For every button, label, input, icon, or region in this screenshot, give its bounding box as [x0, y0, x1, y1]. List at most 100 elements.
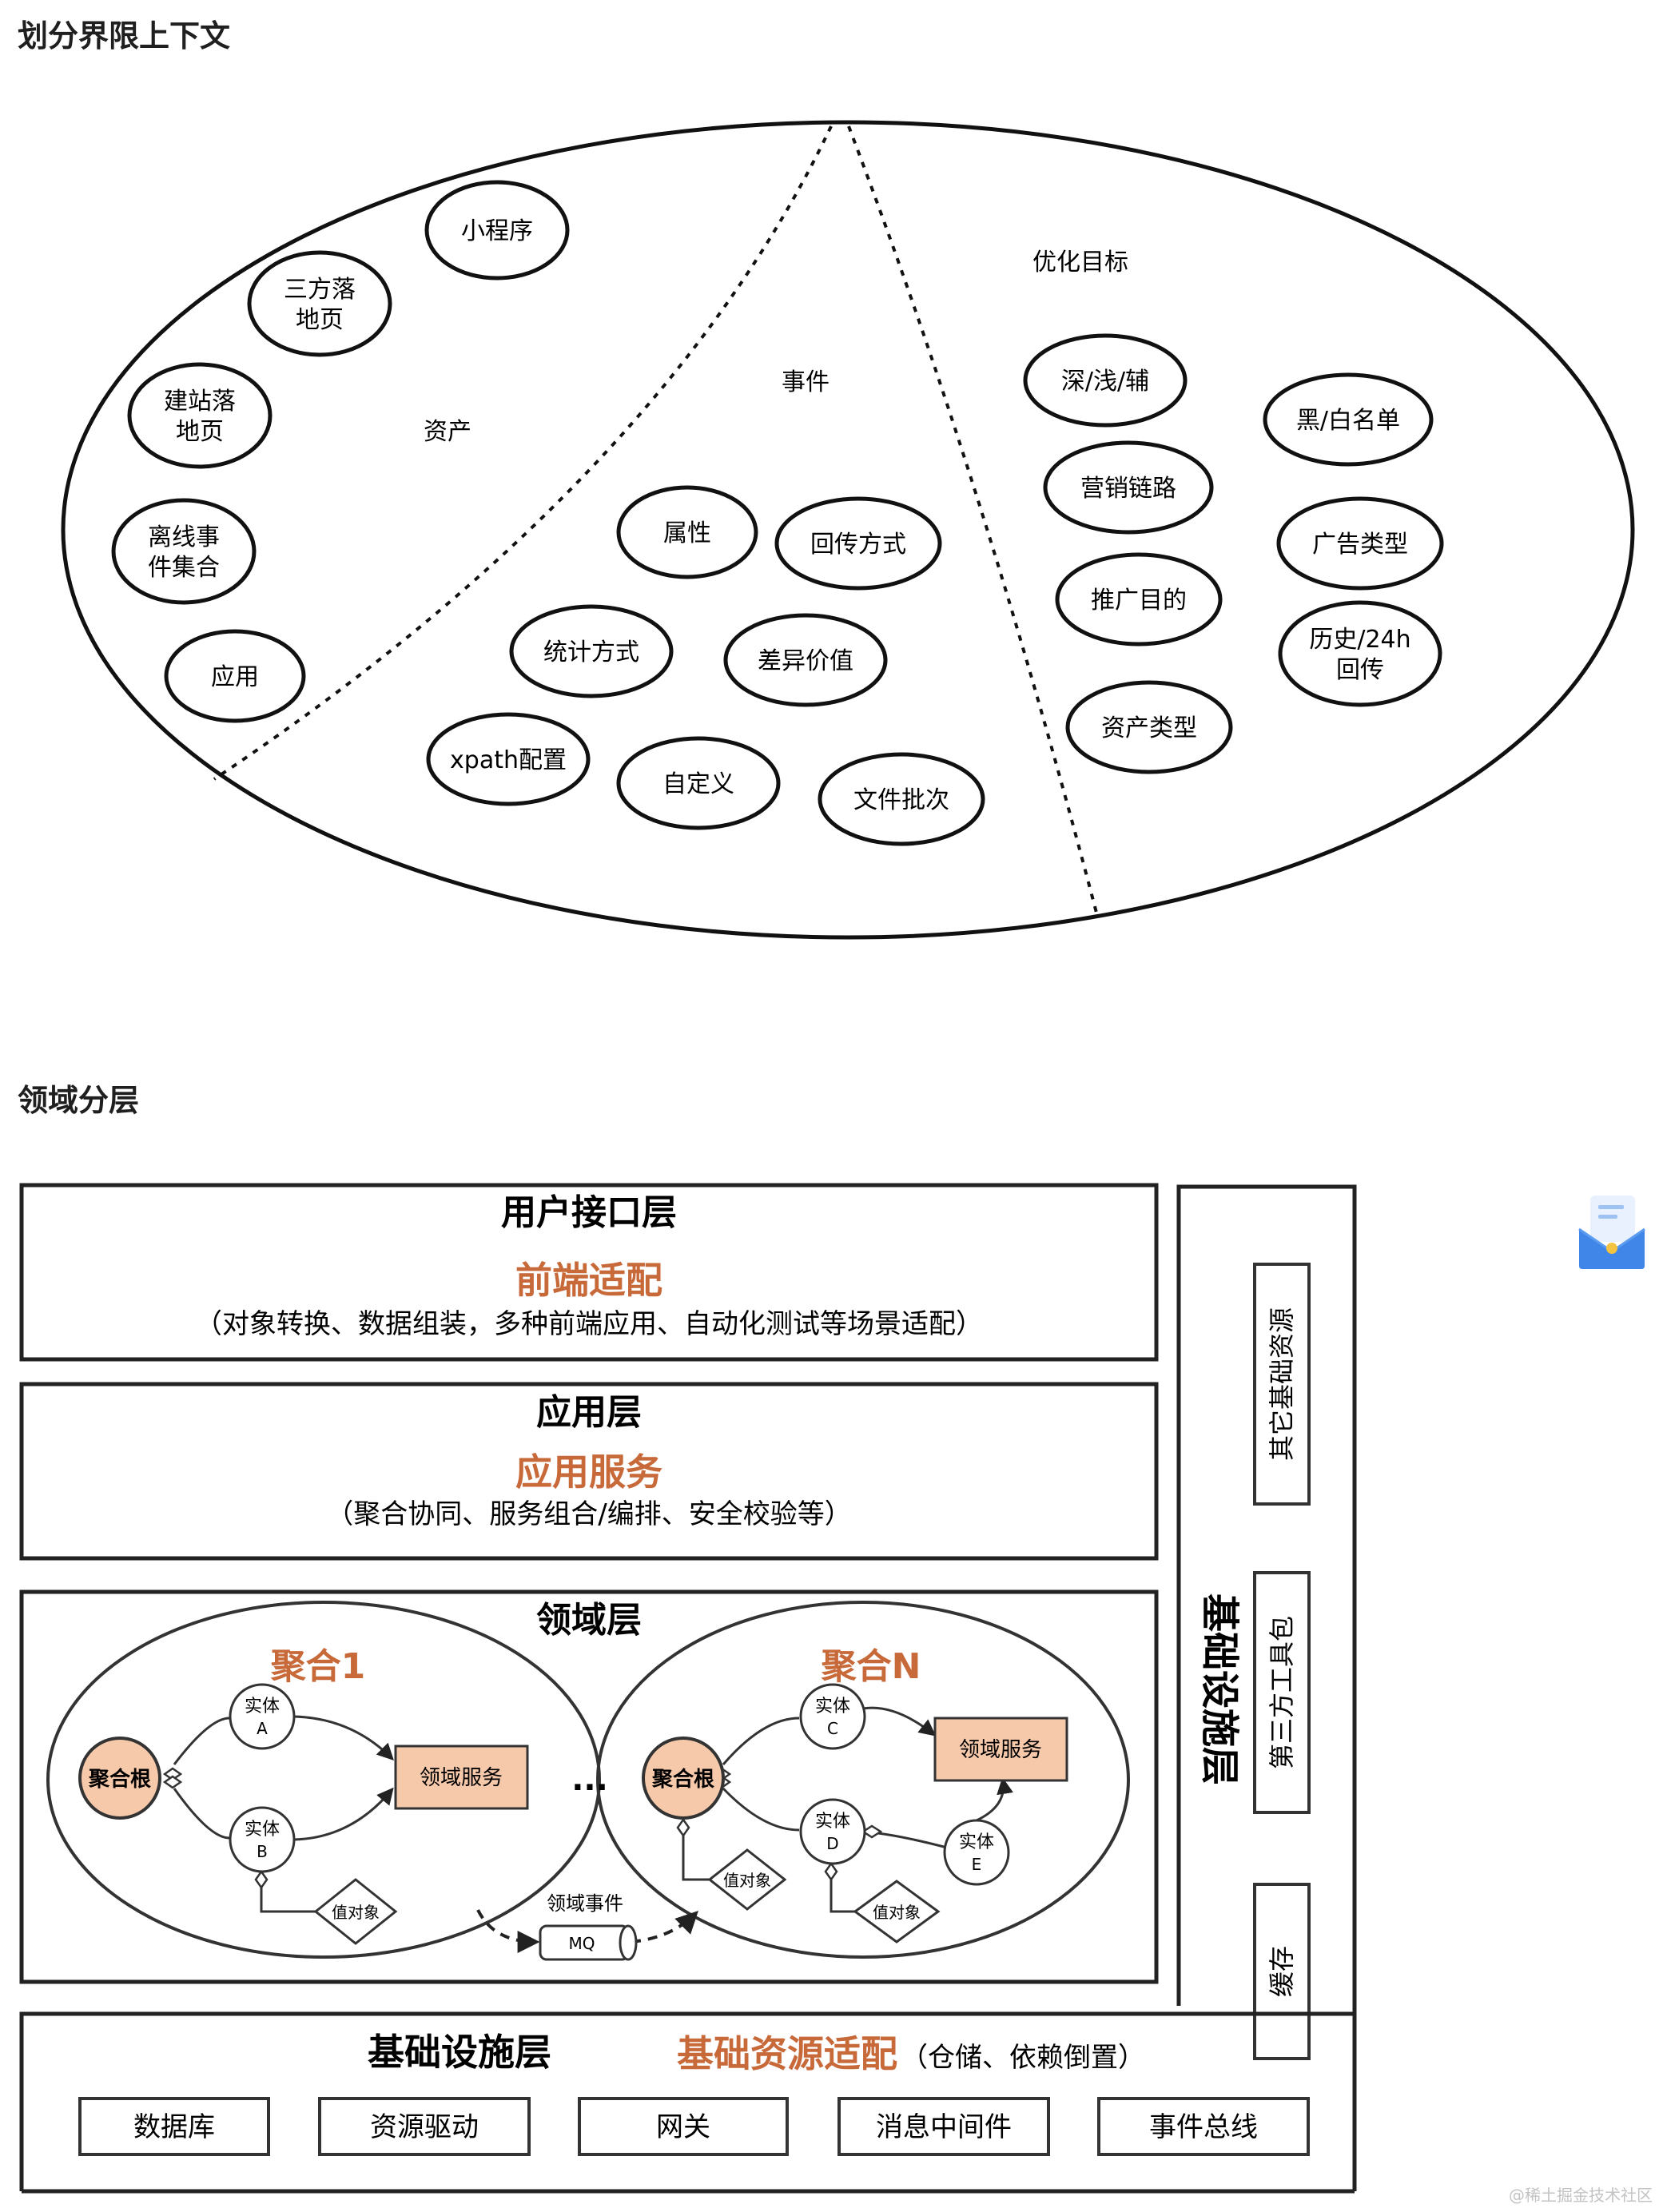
optimization-item-1: 深/浅/辅: [1023, 333, 1188, 428]
app-layer-title: 应用层: [536, 1392, 642, 1433]
app-layer-subtitle: 应用服务: [515, 1450, 662, 1494]
event-item-2: 回传方式: [774, 496, 942, 591]
event-item-5: xpath配置: [426, 712, 591, 806]
aggregate-n-entity-c: 实体 C: [799, 1683, 866, 1750]
svg-text:消息中间件: 消息中间件: [876, 2111, 1012, 2143]
aggregate-n-entity-e: 实体 E: [943, 1819, 1010, 1886]
svg-text:数据库: 数据库: [133, 2111, 215, 2143]
svg-text:缓存: 缓存: [1267, 1946, 1297, 1997]
asset-item-5-label: 应用: [211, 663, 259, 691]
svg-text:其它基础资源: 其它基础资源: [1267, 1307, 1297, 1461]
ui-layer-subtitle: 前端适配: [515, 1259, 662, 1302]
domain-section-title: 领域分层: [18, 1083, 140, 1118]
asset-item-2-label: 三方落: [284, 276, 356, 304]
side-item-other-resources: 其它基础资源: [1253, 1263, 1311, 1506]
infra-item-event-bus: 事件总线: [1097, 2097, 1310, 2156]
domain-event: 领域事件 MQ: [476, 1892, 698, 1961]
svg-text:实体: 实体: [815, 1697, 850, 1717]
asset-item-1: 小程序: [424, 180, 570, 280]
arrow-entity-c-service: [862, 1706, 937, 1737]
aggregate-1-entity-a: 实体 A: [229, 1683, 296, 1750]
svg-text:第三方工具包: 第三方工具包: [1267, 1616, 1297, 1769]
aggregate-n-value-object-2: 值对象: [853, 1880, 941, 1943]
event-item-3: 统计方式: [509, 604, 674, 698]
asset-item-3-label: 地页: [176, 418, 224, 446]
svg-text:实体: 实体: [245, 1697, 280, 1717]
event-item-1: 属性: [616, 485, 758, 579]
event-optimization-boundary: [847, 125, 1098, 913]
infra-layer-subtitle: 基础资源适配: [677, 2032, 897, 2075]
aggregate-ellipsis: ...: [571, 1761, 608, 1798]
svg-text:实体: 实体: [815, 1812, 850, 1832]
link-root-entity-b: [173, 1788, 230, 1840]
svg-text:D: D: [826, 1834, 838, 1853]
arrow-entity-b-service: [293, 1787, 394, 1841]
svg-text:实体: 实体: [959, 1832, 994, 1852]
aggregate-n-value-object-1: 值对象: [707, 1848, 787, 1911]
mail-icon: [1578, 1196, 1645, 1269]
aggregate-1-domain-service: 领域服务: [394, 1745, 529, 1810]
bounded-context-diagram: 资产 事件 优化目标 小程序三方落地页建站落地页离线事件集合应用 属性回传方式统…: [61, 120, 1635, 940]
asset-item-4-label: 离线事: [148, 523, 220, 551]
side-item-cache: 缓存: [1253, 1883, 1311, 2060]
ui-layer-title: 用户接口层: [501, 1192, 677, 1233]
app-layer-desc: （聚合协同、服务组合/编排、安全校验等）: [326, 1498, 851, 1530]
event-item-5-label: xpath配置: [450, 746, 567, 774]
infra-layer: 基础设施层 基础资源适配 （仓储、依赖倒置） 数据库 资源驱动 网关 消息中间件…: [19, 2011, 1355, 2194]
mq-label: MQ: [569, 1934, 595, 1953]
event-item-1-label: 属性: [663, 519, 711, 547]
aggregate-n: 聚合N 聚合根 实体 C 实体: [596, 1601, 1130, 1959]
asset-item-5: 应用: [164, 629, 306, 723]
aggregate-n-root: 聚合根: [642, 1737, 725, 1820]
event-item-4-label: 差异价值: [758, 647, 853, 675]
domain-layer-title: 领域层: [536, 1600, 642, 1641]
asset-item-3-label: 建站落: [164, 388, 236, 416]
event-item-2-label: 回传方式: [810, 531, 906, 559]
svg-text:聚合根: 聚合根: [651, 1767, 714, 1792]
infra-item-resource-driver: 资源驱动: [318, 2097, 531, 2156]
optimization-item-2: 营销链路: [1043, 440, 1214, 535]
domain-event-label: 领域事件: [547, 1892, 623, 1915]
infra-item-message-middleware: 消息中间件: [837, 2097, 1050, 2156]
optimization-item-4: 资产类型: [1065, 680, 1233, 774]
svg-text:值对象: 值对象: [723, 1871, 771, 1890]
aggregate-n-entity-d: 实体 D: [799, 1798, 866, 1865]
event-item-7: 文件批次: [818, 752, 985, 846]
svg-text:事件总线: 事件总线: [1149, 2111, 1258, 2143]
link-root-entity-a: [173, 1717, 230, 1765]
svg-text:领域服务: 领域服务: [420, 1766, 503, 1790]
svg-text:C: C: [827, 1719, 838, 1738]
ui-layer-desc: （对象转换、数据组装，多种前端应用、自动化测试等场景适配）: [195, 1308, 983, 1340]
optimization-item-7-label: 历史/24h: [1309, 626, 1410, 654]
svg-text:网关: 网关: [656, 2111, 710, 2143]
svg-text:B: B: [257, 1842, 268, 1861]
region-asset-label: 资产: [424, 418, 471, 446]
optimization-item-3: 推广目的: [1055, 552, 1223, 646]
optimization-item-6: 广告类型: [1276, 496, 1444, 591]
link-entity-b-value: [260, 1870, 316, 1913]
optimization-item-7-label: 回传: [1336, 656, 1384, 684]
context-outer-ellipse: [61, 120, 1635, 940]
side-infra-title: 基础设施层: [1197, 1593, 1242, 1785]
region-event-label: 事件: [782, 368, 830, 396]
event-items: 属性回传方式统计方式差异价值xpath配置自定义文件批次: [426, 485, 985, 846]
link-root-value-1: [682, 1818, 710, 1881]
event-item-3-label: 统计方式: [543, 639, 639, 666]
aggregate-1: 聚合1 聚合根 实体 A 实体 B: [46, 1601, 601, 1959]
svg-text:值对象: 值对象: [873, 1903, 921, 1922]
app-layer: 应用层 应用服务 （聚合协同、服务组合/编排、安全校验等）: [19, 1382, 1159, 1561]
optimization-item-5: 黑/白名单: [1263, 372, 1434, 467]
context-section-title: 划分界限上下文: [18, 18, 231, 54]
infra-item-database: 数据库: [78, 2097, 270, 2156]
svg-text:资源驱动: 资源驱动: [370, 2111, 479, 2143]
feedback-mail-widget[interactable]: [1576, 1191, 1648, 1271]
watermark: @稀土掘金技术社区: [1509, 2186, 1653, 2205]
domain-layer: 领域层 聚合1 聚合根 实体 A 实体: [19, 1589, 1159, 1984]
svg-text:实体: 实体: [245, 1820, 280, 1840]
